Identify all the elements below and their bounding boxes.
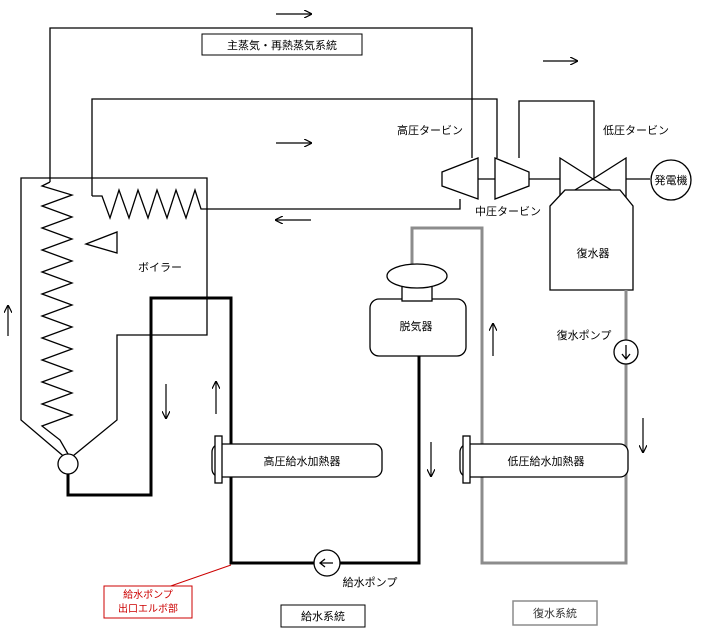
steam-lines bbox=[49, 27, 650, 210]
feedwater-lines bbox=[66, 296, 421, 565]
hp-turbine-label: 高圧タービン bbox=[397, 123, 463, 137]
hp-heater-label: 高圧給水加熱器 bbox=[264, 454, 341, 468]
boiler bbox=[20, 177, 208, 475]
heaters bbox=[211, 435, 629, 484]
condensate-pump-arrow bbox=[621, 345, 631, 361]
boiler-baffle bbox=[83, 231, 118, 254]
deaerator-label: 脱気器 bbox=[400, 319, 433, 333]
lp-heater-flange bbox=[462, 435, 471, 484]
lp-heater-shell bbox=[459, 443, 629, 478]
condensate-lines bbox=[410, 226, 628, 565]
hp-turbine-symbol bbox=[441, 157, 479, 200]
main-steam-line bbox=[49, 27, 473, 182]
callout-leader bbox=[161, 564, 232, 589]
condensate-line-main bbox=[410, 226, 628, 565]
elbow-callout: 給水ポンプ 出口エルボ部 bbox=[103, 564, 232, 619]
condenser-body bbox=[549, 189, 634, 291]
condensate-system-label: 復水系統 bbox=[533, 606, 577, 620]
generator-label: 発電機 bbox=[655, 173, 688, 187]
feed-pump-label: 給水ポンプ bbox=[343, 575, 398, 589]
ip-turbine-symbol bbox=[494, 157, 530, 200]
ip-turbine-label: 中圧タービン bbox=[475, 205, 541, 218]
condenser-label: 復水器 bbox=[577, 247, 610, 260]
pumps bbox=[313, 339, 639, 577]
boiler-drum bbox=[57, 453, 79, 475]
main-steam-label-box bbox=[201, 33, 363, 56]
hp-heater-flange bbox=[214, 435, 223, 484]
reheater-coil bbox=[92, 187, 207, 221]
deaerator-dome bbox=[386, 263, 448, 289]
callout-box bbox=[103, 585, 193, 619]
feedwater-system-label: 給水系統 bbox=[301, 609, 345, 623]
feedwater-line-main bbox=[66, 296, 421, 565]
evaporator-coil bbox=[40, 181, 75, 455]
hp-heater-shell bbox=[211, 443, 383, 478]
boiler-label: ボイラー bbox=[138, 261, 182, 274]
callout-line1: 給水ポンプ bbox=[123, 588, 173, 601]
callout-line2: 出口エルボ部 bbox=[118, 602, 178, 615]
lp-turbine-label: 低圧タービン bbox=[603, 124, 669, 137]
cold-reheat-line bbox=[207, 199, 461, 210]
condensate-pump-label: 復水ポンプ bbox=[557, 329, 612, 342]
flow-arrows bbox=[8, 14, 643, 476]
crossover-line bbox=[518, 100, 595, 178]
lp-heater-label: 低圧給水加熱器 bbox=[508, 454, 585, 468]
generator-symbol bbox=[650, 159, 692, 201]
lp-turbine-left bbox=[559, 156, 595, 201]
deaerator bbox=[369, 263, 467, 357]
reheat-steam-line bbox=[91, 98, 498, 196]
main-steam-label: 主蒸気・再熱蒸気系統 bbox=[227, 38, 337, 52]
feed-pump-arrow bbox=[318, 558, 333, 568]
turbines bbox=[441, 156, 692, 201]
boiler-casing bbox=[20, 177, 208, 461]
feedwater-system-box bbox=[280, 604, 366, 628]
lp-turbine-right bbox=[591, 156, 627, 201]
condensate-system-box bbox=[512, 600, 598, 626]
